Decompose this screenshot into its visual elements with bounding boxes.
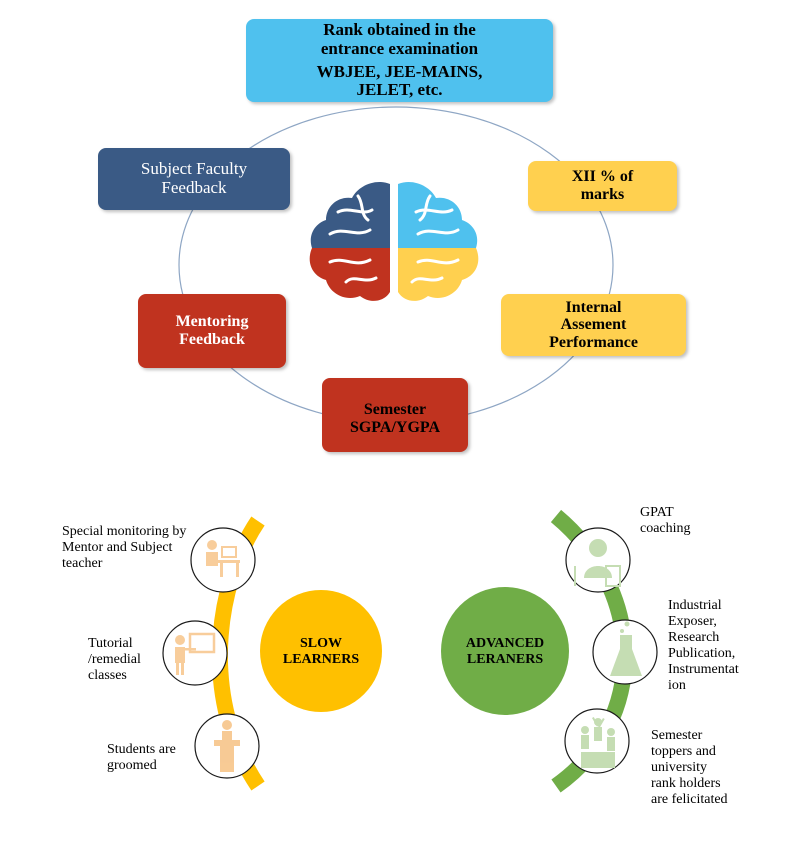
- advanced-item-3-line-2: toppers and: [651, 744, 716, 760]
- mentoring-box: Mentoring Feedback: [138, 294, 286, 368]
- slow-item-2-line-2: /remedial: [88, 652, 141, 668]
- advanced-learners-circle: [441, 587, 569, 715]
- advanced-item-2-line-2: Exposer,: [668, 614, 717, 630]
- advanced-item-2-line-6: ion: [668, 678, 686, 694]
- semester-box: Semester SGPA/YGPA: [322, 378, 468, 452]
- slow-learners-title: SLOW LEARNERS: [260, 636, 382, 668]
- brain-bottom-left-lobe: [309, 248, 390, 301]
- internal-line-2: Assement: [560, 316, 627, 334]
- brain-icon: [309, 181, 479, 301]
- advanced-item-1-label: GPAT coaching: [640, 505, 691, 537]
- flask-icon: [610, 621, 642, 676]
- rank-line-1: Rank obtained in the: [323, 20, 476, 40]
- slow-item-2-line-3: classes: [88, 668, 127, 684]
- advanced-title-line-2: LERANERS: [466, 652, 544, 668]
- advanced-title-line-1: ADVANCED: [465, 636, 545, 651]
- slow-item-2-line-1: Tutorial: [88, 636, 133, 651]
- slow-title-line-2: LEARNERS: [282, 652, 360, 668]
- xii-line-1: XII % of: [571, 168, 634, 186]
- advanced-item-2-label: Industrial Exposer, Research Publication…: [668, 598, 739, 695]
- winners-podium-icon: [581, 717, 615, 768]
- slow-item-1-line-3: teacher: [62, 556, 103, 572]
- subject-faculty-box: Subject Faculty Feedback: [98, 148, 290, 210]
- advanced-item-2-line-4: Publication,: [668, 646, 736, 662]
- rank-box: Rank obtained in the entrance examinatio…: [246, 19, 553, 102]
- rank-line-3: WBJEE, JEE-MAINS,: [316, 61, 483, 81]
- slow-item-3-label: Students are groomed: [107, 742, 176, 774]
- semester-line-1: Semester: [363, 401, 427, 419]
- brain-top-right-lobe: [398, 181, 478, 248]
- internal-line-1: Internal: [565, 298, 622, 316]
- slow-item-1-line-1: Special monitoring by: [62, 524, 187, 539]
- brain-bottom-right-lobe: [398, 248, 479, 301]
- podium-icon: [214, 720, 240, 772]
- advanced-item-3-line-3: university: [651, 760, 707, 776]
- slow-item-3-line-2: groomed: [107, 758, 157, 774]
- advanced-icon-circle-1: [565, 527, 631, 593]
- advanced-item-2-line-5: Instrumentat: [668, 662, 739, 678]
- teaching-board-icon: [175, 632, 216, 675]
- slow-learners-circle: [260, 590, 382, 712]
- advanced-item-3-line-1: Semester: [651, 728, 703, 743]
- rank-line-2: entrance examination: [320, 38, 479, 58]
- xii-marks-box: XII % of marks: [528, 161, 677, 211]
- brain-top-left-lobe: [310, 181, 390, 248]
- rank-line-4: JELET, etc.: [356, 80, 443, 100]
- study-person-icon: [574, 539, 621, 587]
- internal-assessment-box: Internal Assement Performance: [501, 294, 686, 356]
- slow-item-3-line-1: Students are: [107, 742, 176, 757]
- advanced-item-1-line-2: coaching: [640, 521, 691, 537]
- advanced-item-3-label: Semester toppers and university rank hol…: [651, 728, 728, 808]
- slow-item-2-label: Tutorial /remedial classes: [88, 636, 141, 684]
- advanced-item-2-line-3: Research: [668, 630, 720, 646]
- teacher-desk-icon: [206, 540, 240, 577]
- advanced-learners-title: ADVANCED LERANERS: [441, 636, 569, 668]
- advanced-item-2-line-1: Industrial: [668, 598, 722, 613]
- xii-line-2: marks: [580, 186, 625, 203]
- slow-item-1-label: Special monitoring by Mentor and Subject…: [62, 524, 186, 572]
- slow-title-line-1: SLOW: [299, 636, 342, 651]
- subject-line-2: Feedback: [161, 178, 227, 197]
- internal-line-3: Performance: [549, 333, 638, 351]
- subject-line-1: Subject Faculty: [140, 159, 248, 179]
- advanced-item-3-line-5: are felicitated: [651, 792, 728, 808]
- semester-line-2: SGPA/YGPA: [349, 419, 441, 436]
- mentoring-line-1: Mentoring: [175, 313, 249, 331]
- advanced-item-1-line-1: GPAT: [640, 505, 674, 520]
- slow-item-1-line-2: Mentor and Subject: [62, 540, 173, 556]
- mentoring-line-2: Feedback: [179, 331, 245, 348]
- advanced-item-3-line-4: rank holders: [651, 776, 721, 792]
